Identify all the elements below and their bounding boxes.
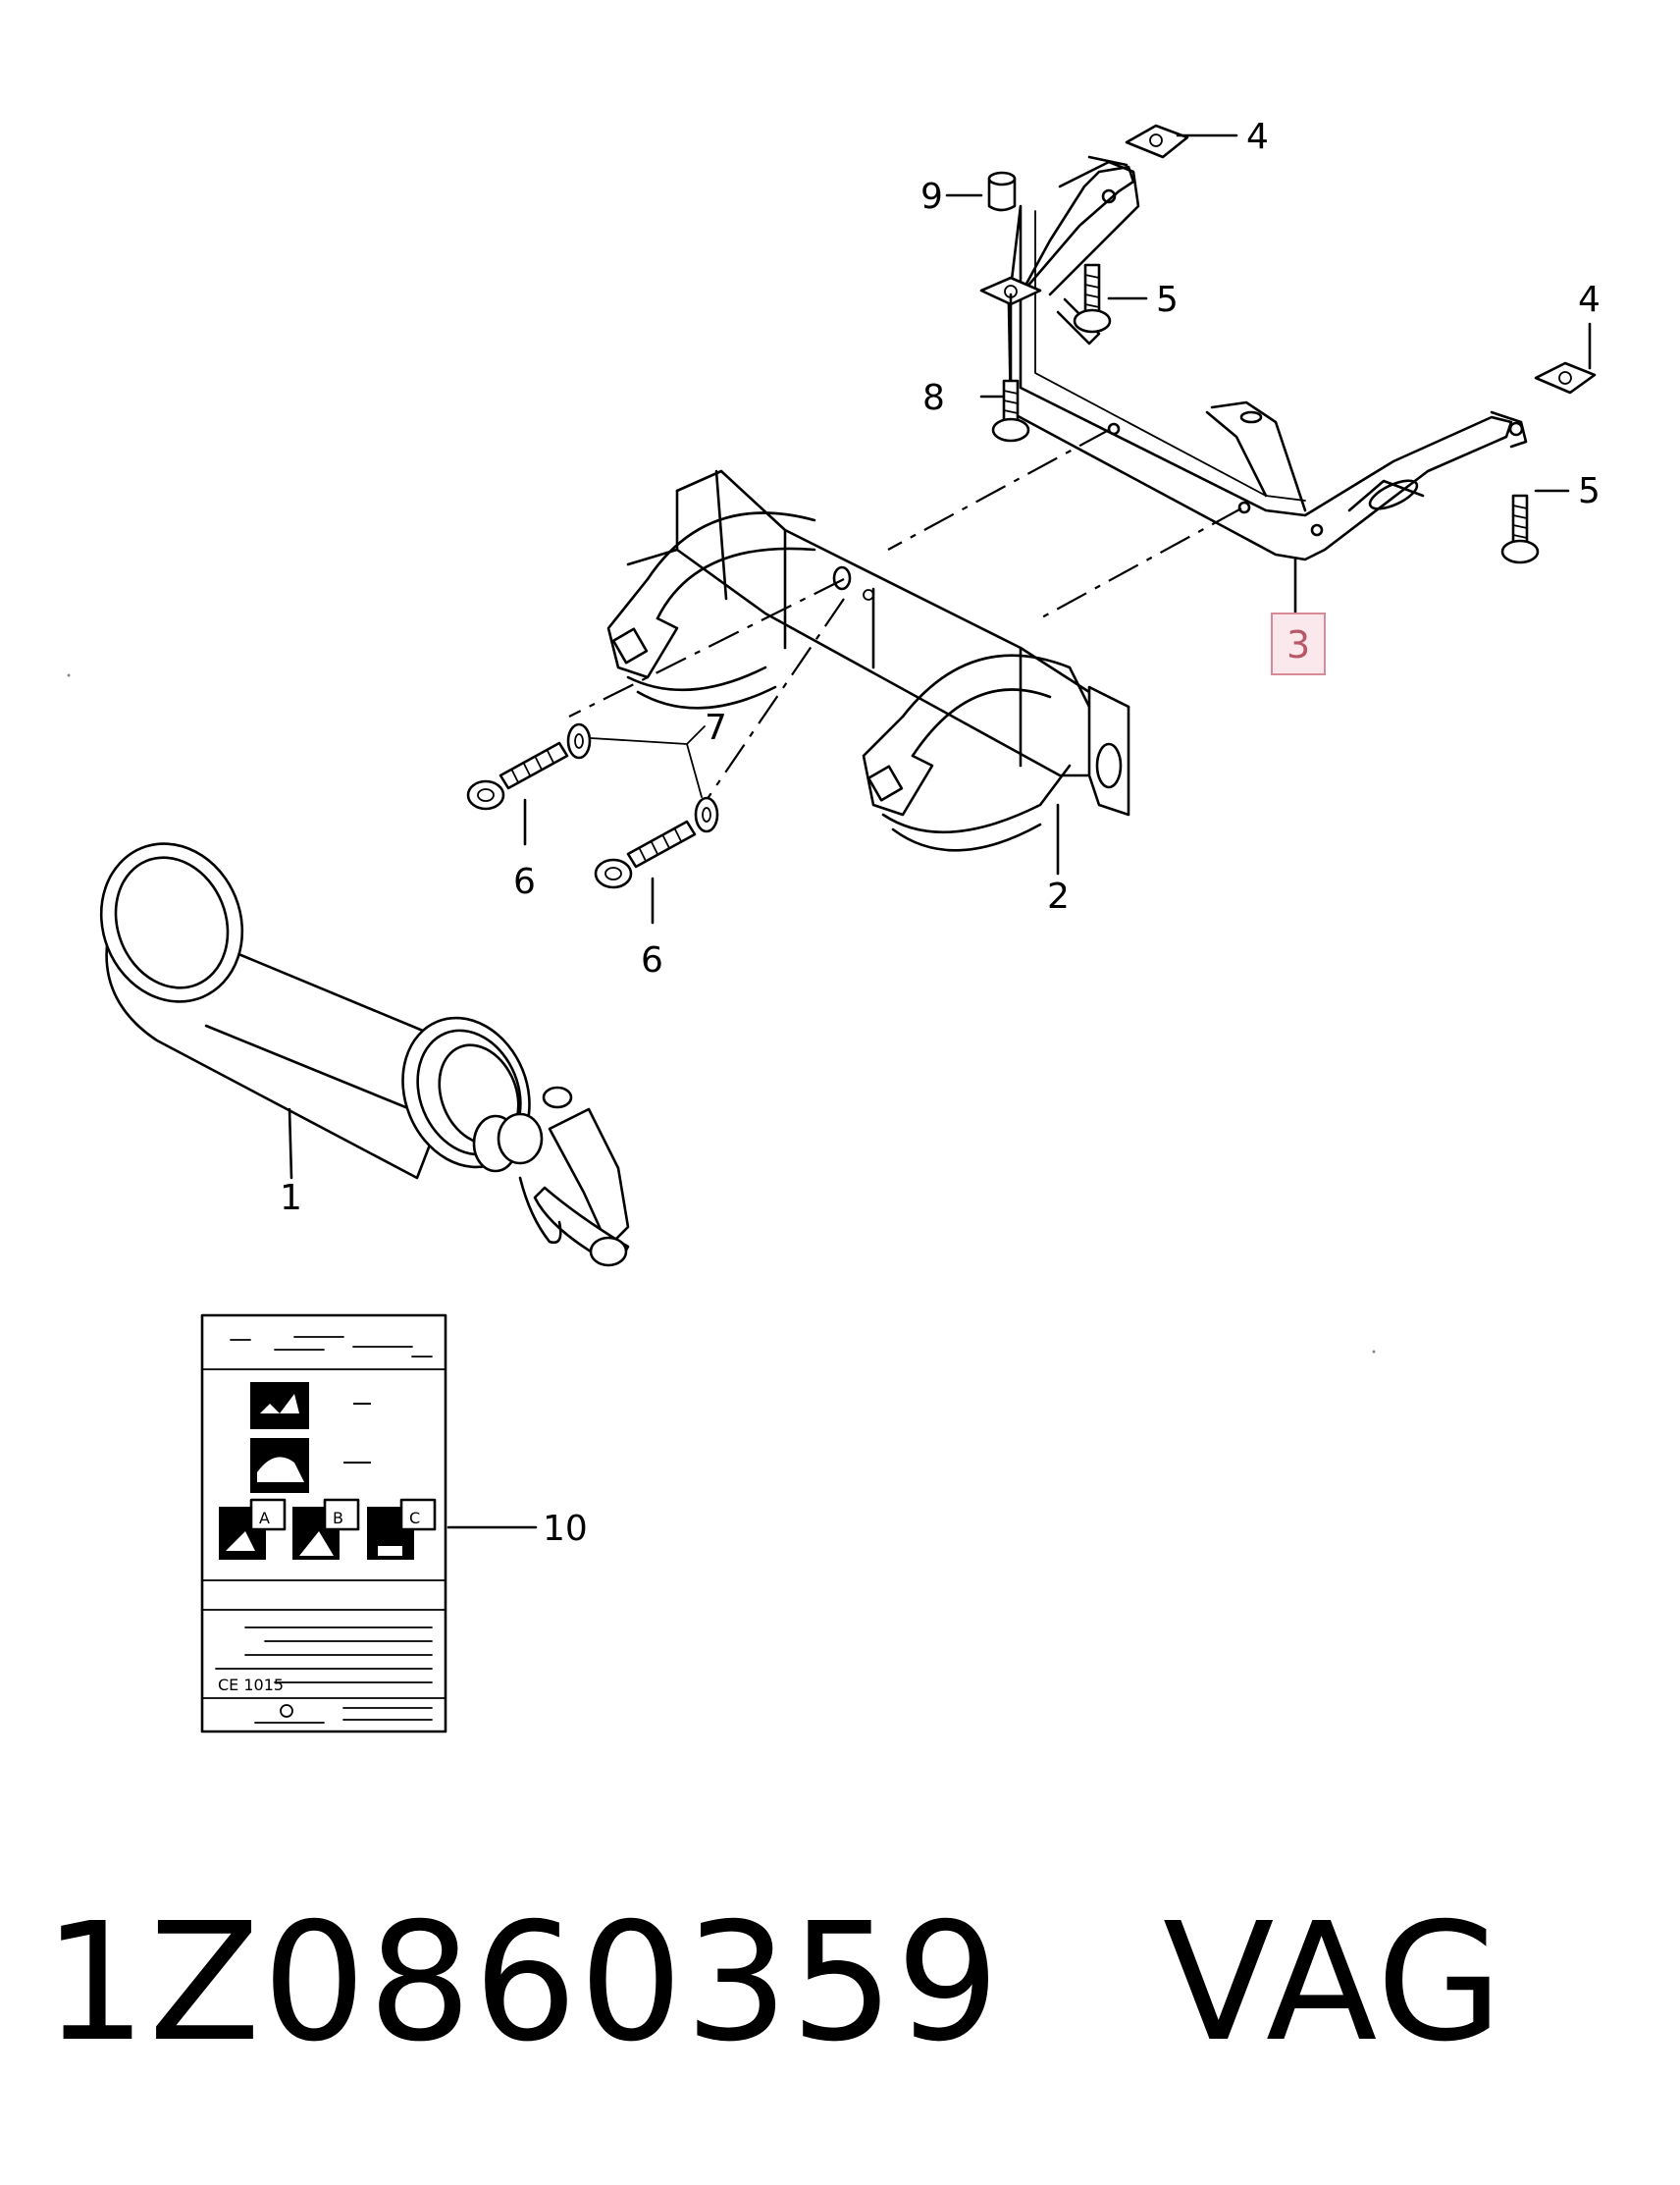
callout-4-top: 4 bbox=[1246, 117, 1269, 157]
callout-6-left: 6 bbox=[513, 862, 536, 902]
part-number-footer: 1Z0860359 VAG bbox=[43, 1902, 1504, 2065]
highlight-box-part-3 bbox=[1271, 613, 1326, 675]
cap-part-9 bbox=[987, 171, 1017, 212]
callout-4-right: 4 bbox=[1578, 280, 1601, 320]
callout-10: 10 bbox=[543, 1509, 588, 1549]
assembly-lines bbox=[568, 429, 1242, 801]
callout-7: 7 bbox=[705, 708, 727, 748]
instruction-label-part-10: A B C CE 1015 bbox=[200, 1313, 447, 1733]
certification-label: CE 1015 bbox=[218, 1676, 284, 1694]
callout-2: 2 bbox=[1047, 877, 1070, 917]
brand-name: VAG bbox=[1162, 1889, 1505, 2078]
screw-part-5 bbox=[1073, 263, 1540, 564]
callout-6-right: 6 bbox=[641, 940, 663, 981]
callout-5-right: 5 bbox=[1578, 471, 1601, 511]
scan-dot bbox=[67, 673, 71, 677]
screw-part-8 bbox=[979, 276, 1042, 443]
callout-3: 3 bbox=[1286, 623, 1310, 666]
part-number: 1Z0860359 bbox=[43, 1889, 1002, 2078]
washer-part-7 bbox=[566, 722, 719, 833]
mounting-bracket-part-3 bbox=[1007, 160, 1528, 561]
class-a-label: A bbox=[259, 1509, 270, 1527]
callout-1: 1 bbox=[280, 1178, 302, 1218]
callout-9: 9 bbox=[920, 177, 943, 217]
class-b-label: B bbox=[333, 1509, 343, 1527]
callout-5-top: 5 bbox=[1156, 280, 1179, 320]
callout-numbers: 4 9 5 4 8 5 3 7 6 2 6 1 10 bbox=[280, 117, 1601, 1549]
scan-dot bbox=[1372, 1350, 1376, 1354]
class-c-label: C bbox=[409, 1509, 420, 1527]
cradle-part-2 bbox=[606, 469, 1130, 852]
fire-extinguisher-part-1 bbox=[99, 842, 630, 1267]
bolt-part-6 bbox=[466, 741, 697, 925]
callout-8: 8 bbox=[922, 378, 945, 418]
clip-nut-part-4 bbox=[1087, 124, 1597, 395]
footer-spacer bbox=[1002, 1889, 1163, 2078]
callout-leaders bbox=[446, 133, 1592, 1529]
